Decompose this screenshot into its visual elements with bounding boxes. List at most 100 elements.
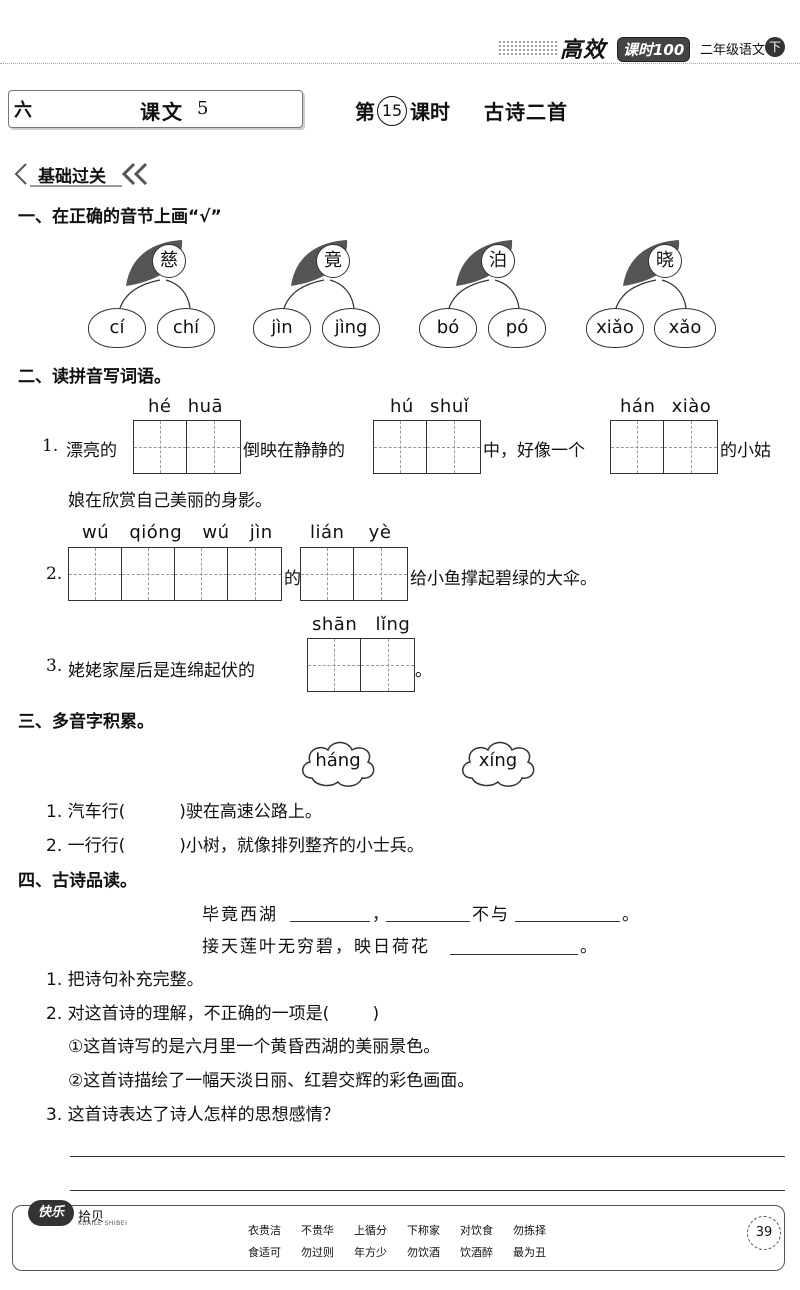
q2-item1-text: 的小姑 [720, 441, 771, 461]
footer-badge-subtitle: KUAILE SHIBEI [78, 1220, 128, 1227]
verse-phrase: 最为丑 [513, 1246, 546, 1259]
volume-badge: 下 [765, 37, 785, 57]
footer-frame [12, 1205, 785, 1271]
pinyin-hint: shān lǐng [312, 614, 411, 635]
section-tag-frame [14, 162, 148, 187]
q4-option-2[interactable]: ②这首诗描绘了一幅天淡日丽、红碧交辉的彩色画面。 [68, 1071, 475, 1091]
verse-phrase: 衣贵洁 [248, 1224, 281, 1237]
poem-line1-start: 毕竟西湖 [202, 905, 278, 925]
poem-blank[interactable] [515, 902, 620, 922]
verse-phrase: 勿饮酒 [407, 1246, 440, 1259]
lesson-topic: 古诗二首 [484, 100, 568, 124]
branch-lines [615, 279, 687, 309]
pinyin-hint: lián yè [310, 522, 392, 543]
verse-phrase: 勿拣择 [513, 1224, 546, 1237]
pinyin-option[interactable]: xǎo [654, 308, 716, 348]
verse-phrase: 对饮食 [460, 1224, 493, 1237]
q2-heading: 二、读拼音写词语。 [18, 367, 171, 387]
q2-item2-text: 给小鱼撑起碧绿的大伞。 [410, 569, 597, 589]
writing-grid[interactable] [68, 547, 282, 601]
poem-blank[interactable] [290, 902, 370, 922]
lesson-number: 5 [197, 98, 209, 119]
pinyin-option[interactable]: jìng [322, 308, 380, 348]
section-tag-label: 基础过关 [38, 167, 106, 187]
q4-sub2: 2. 对这首诗的理解，不正确的一项是( ) [46, 1004, 380, 1024]
writing-grid[interactable] [373, 420, 481, 474]
branch-lines [119, 279, 191, 309]
verse-phrase: 食适可 [248, 1246, 281, 1259]
q4-sub3: 3. 这首诗表达了诗人怎样的思想感情？ [46, 1105, 340, 1125]
poem-blank[interactable] [386, 902, 470, 922]
period-suffix: 课时 [410, 100, 450, 124]
writing-grid[interactable] [300, 547, 408, 601]
pinyin-hint: wú qióng wú jìn [82, 522, 273, 543]
verse-phrase: 年方少 [354, 1246, 387, 1259]
brand-title: 高效 [560, 38, 607, 63]
poem-line2-end: 。 [580, 937, 599, 957]
q2-item3-text: 姥姥家屋后是连绵起伏的 [68, 661, 255, 681]
q1-heading: 一、在正确的音节上画“√” [18, 207, 222, 227]
poem-line1-mid: 不与 [472, 905, 510, 925]
hanzi-circle: 慈 [152, 244, 186, 278]
writing-grid[interactable] [610, 420, 718, 474]
pinyin-option[interactable]: jìn [253, 308, 311, 348]
lesson-label: 课文 [140, 100, 184, 124]
answer-line[interactable] [70, 1190, 785, 1191]
branch-lines [283, 279, 355, 309]
verse-phrase: 下称家 [407, 1224, 440, 1237]
unit-number: 六 [14, 100, 32, 121]
header-dot-pattern [498, 40, 558, 56]
hanzi-circle: 晓 [648, 244, 682, 278]
writing-grid[interactable] [133, 420, 241, 474]
pinyin-hint: hé huā [148, 396, 224, 417]
q4-sub1: 1. 把诗句补充完整。 [46, 970, 204, 990]
q2-item1-text: 漂亮的 [66, 441, 117, 461]
q3-heading: 三、多音字积累。 [18, 712, 154, 732]
cloud-shape [302, 741, 375, 787]
brand-badge: 课时100 [617, 37, 691, 62]
page-number: 39 [747, 1216, 781, 1250]
hanzi-circle: 泊 [481, 244, 515, 278]
q2-item1-number: 1. [42, 436, 59, 456]
q3-item1: 1. 汽车行( )驶在高速公路上。 [46, 802, 322, 822]
q3-item2: 2. 一行行( )小树，就像排列整齐的小士兵。 [46, 836, 424, 856]
pinyin-option[interactable]: xiǎo [586, 308, 644, 348]
q2-item1-text: 娘在欣赏自己美丽的身影。 [68, 491, 272, 511]
pinyin-option[interactable]: chí [157, 308, 215, 348]
period-prefix: 第 [355, 100, 375, 124]
title-frame [8, 90, 303, 128]
hanzi-circle: 竟 [316, 244, 350, 278]
footer-verse-row: 衣贵洁 不贵华 上循分 下称家 对饮食 勿拣择 [248, 1222, 566, 1238]
q4-option-1[interactable]: ①这首诗写的是六月里一个黄昏西湖的美丽景色。 [68, 1037, 441, 1057]
q4-heading: 四、古诗品读。 [18, 871, 137, 891]
writing-grid[interactable] [307, 638, 415, 692]
pinyin-option[interactable]: cí [88, 308, 146, 348]
polyphone-cloud: xíng [478, 750, 518, 771]
branch-lines [448, 279, 520, 309]
q2-item3-text: 。 [415, 661, 432, 681]
q2-item2-text: 的 [284, 569, 301, 589]
pinyin-option[interactable]: pó [488, 308, 546, 348]
q2-item1-text: 倒映在静静的 [243, 441, 345, 461]
verse-phrase: 勿过则 [301, 1246, 334, 1259]
pinyin-hint: hán xiào [620, 396, 712, 417]
header-divider [0, 63, 800, 64]
pinyin-hint: hú shuǐ [390, 396, 470, 417]
q2-item2-number: 2. [46, 564, 63, 584]
cloud-shape [462, 741, 535, 787]
q2-item1-text: 中，好像一个 [483, 441, 585, 461]
footer-badge: 快乐 [28, 1200, 74, 1226]
polyphone-cloud: háng [315, 750, 361, 771]
poem-line1-end: 。 [622, 905, 641, 925]
period-number: 15 [377, 96, 407, 126]
answer-line[interactable] [70, 1156, 785, 1157]
verse-phrase: 上循分 [354, 1224, 387, 1237]
poem-line2-start: 接天莲叶无穷碧，映日荷花 [202, 937, 430, 957]
pinyin-option[interactable]: bó [419, 308, 477, 348]
verse-phrase: 不贵华 [301, 1224, 334, 1237]
poem-blank[interactable] [450, 935, 578, 955]
q2-item3-number: 3. [46, 656, 63, 676]
verse-phrase: 饮酒醉 [460, 1246, 493, 1259]
poem-line1-comma: ， [372, 905, 391, 925]
grade-label: 二年级语文 [700, 43, 766, 58]
